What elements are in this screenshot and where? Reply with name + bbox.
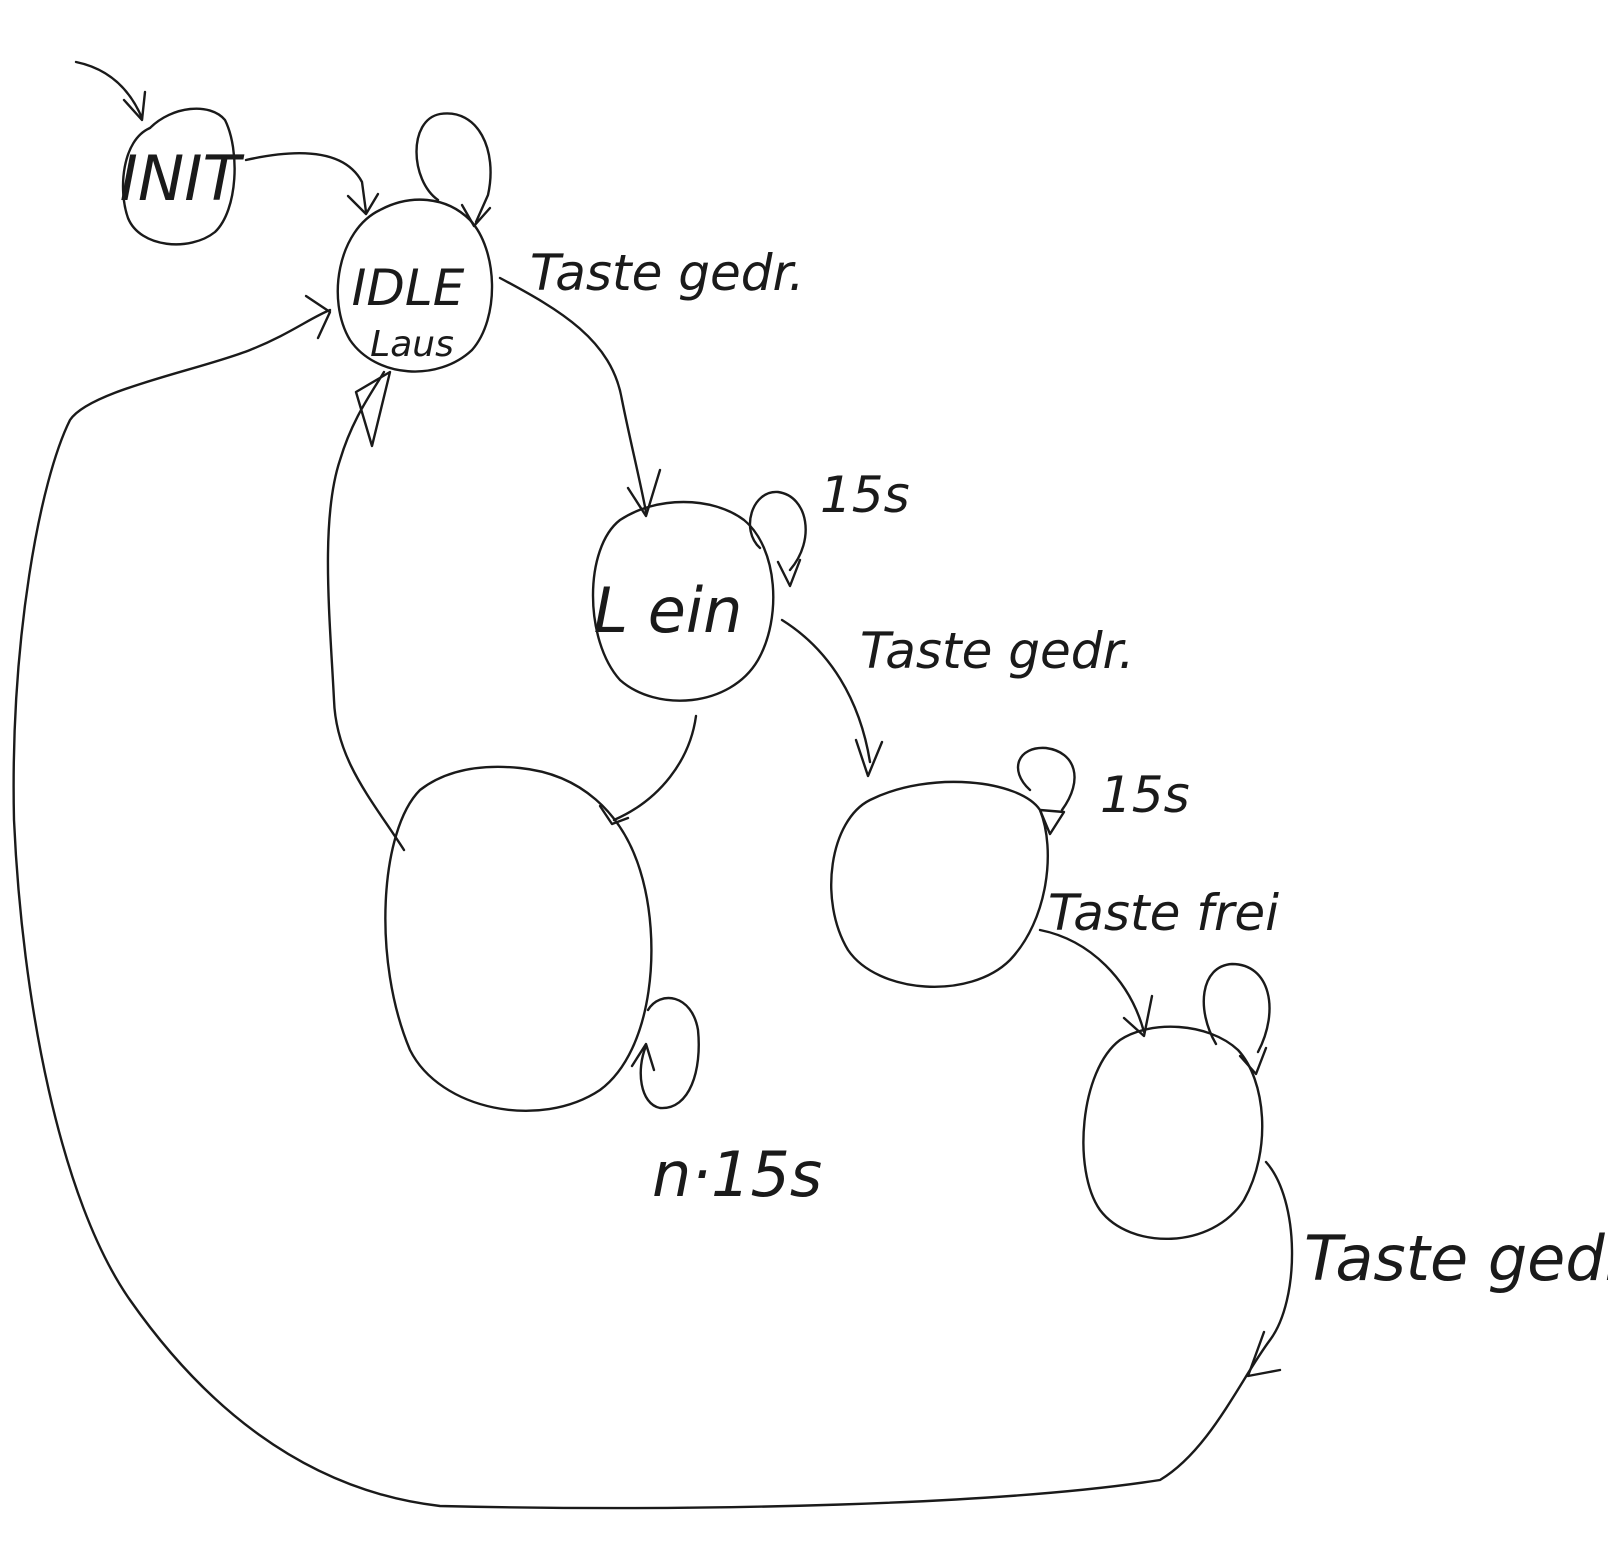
edge-lein-to-s3 — [780, 618, 884, 778]
state-lein-label: L ein — [594, 574, 743, 647]
loop-s4 — [1202, 962, 1271, 1076]
loop-s2 — [630, 996, 700, 1110]
label-s3-to-s4: Taste frei — [1048, 884, 1279, 942]
label-idle-to-lein: Taste gedr. — [530, 244, 804, 302]
edge-s3-to-s4 — [1038, 928, 1154, 1038]
state-idle-sublabel: Laus — [370, 324, 454, 365]
edge-lein-to-s2 — [598, 714, 698, 826]
state-s3 — [830, 780, 1049, 988]
initial-arrow — [74, 60, 147, 122]
loop-idle — [415, 112, 492, 228]
edge-init-to-idle — [244, 152, 380, 216]
state-lein: L ein — [591, 500, 775, 702]
state-s2 — [384, 765, 653, 1112]
edge-idle-to-lein — [498, 276, 662, 518]
label-lein-to-s3: Taste gedr. — [860, 622, 1134, 680]
state-init: INIT — [120, 107, 245, 246]
label-s4-to-idle: Taste gedr. — [1304, 1222, 1608, 1295]
label-loop-s3: 15s — [1100, 766, 1190, 824]
edge-s2-to-idle — [326, 370, 406, 852]
state-idle-label: IDLE — [352, 259, 465, 317]
edge-s4-to-idle — [12, 294, 1294, 1510]
state-s4 — [1082, 1025, 1264, 1240]
loop-lein — [748, 490, 807, 588]
loop-s3 — [1016, 746, 1076, 836]
label-loop-s2: n·15s — [652, 1138, 822, 1211]
state-init-label: INIT — [120, 142, 245, 215]
label-loop-lein: 15s — [820, 466, 910, 524]
state-idle: IDLE Laus — [336, 198, 494, 373]
